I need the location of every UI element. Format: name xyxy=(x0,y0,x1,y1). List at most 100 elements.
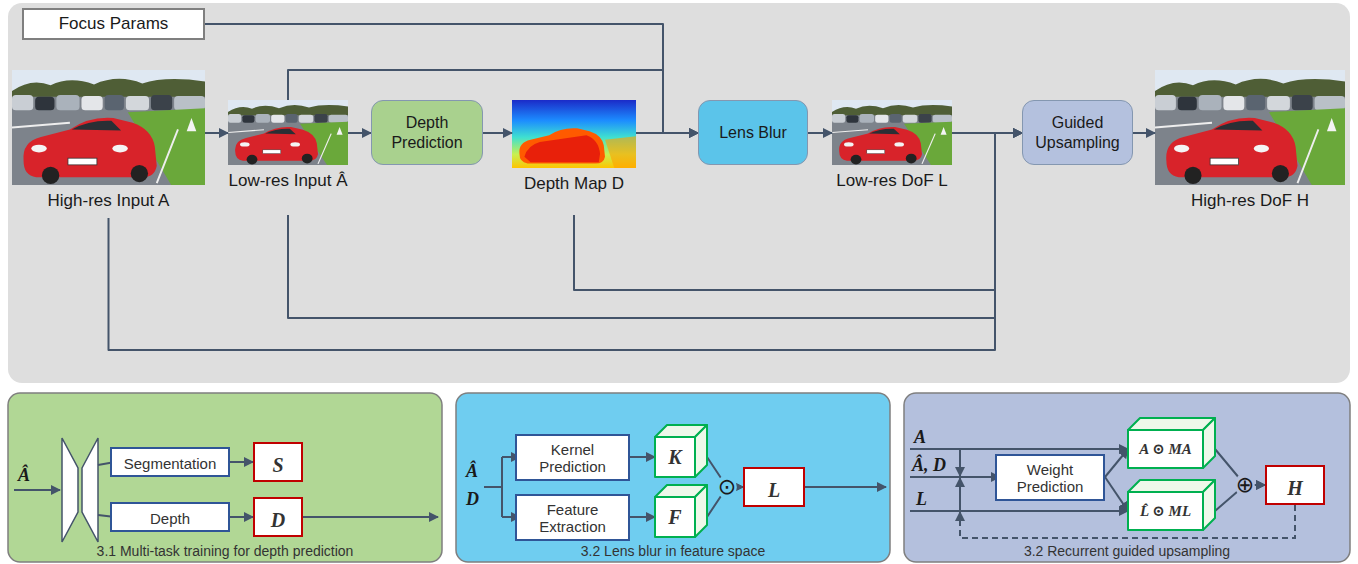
variable-label: L xyxy=(916,490,927,510)
node-label: S xyxy=(255,454,301,477)
process-box: Lens Blur xyxy=(698,100,808,165)
module-box: Weight Prediction xyxy=(995,454,1105,501)
node-label: F xyxy=(655,497,695,537)
depth-image xyxy=(512,100,636,168)
output-arrow xyxy=(298,516,438,518)
split-line xyxy=(484,457,502,517)
cube-face xyxy=(695,425,707,477)
cube-face xyxy=(655,437,695,477)
section-caption: 3.1 Multi-task training for depth predic… xyxy=(8,543,442,559)
module-box: Feature Extraction xyxy=(515,494,630,541)
branch-arrow xyxy=(959,449,961,476)
image-caption: High-res Input A xyxy=(0,191,239,211)
process-box: Depth Prediction xyxy=(371,100,483,165)
depth-panel xyxy=(8,393,442,562)
image-caption: Low-res DoF L xyxy=(798,171,986,191)
node-label: L̂ ⊙ ML xyxy=(1128,492,1203,530)
section-panel: 3.2 Lens blur in feature spaceKernel Pre… xyxy=(456,393,890,562)
flow-arrow xyxy=(1133,132,1155,134)
node-label: A ⊙ MA xyxy=(1128,430,1203,468)
encoder-shape xyxy=(62,438,78,542)
cube-face xyxy=(1203,418,1215,468)
image-node: Low-res DoF L xyxy=(832,100,952,215)
flow-arrow xyxy=(230,516,253,518)
flow-arrow xyxy=(205,132,228,134)
branch-arrow xyxy=(959,478,961,511)
node-label: D xyxy=(255,509,301,532)
module-box: Kernel Prediction xyxy=(515,434,630,481)
photo-low-dof xyxy=(832,100,952,165)
node-label: Depth Prediction xyxy=(376,113,478,151)
image-node: Depth Map D xyxy=(512,100,636,215)
image-caption: Low-res Input Â xyxy=(194,171,382,191)
node-label: L xyxy=(745,479,803,502)
variable-label: A xyxy=(914,428,926,448)
pipeline-panel xyxy=(8,3,1350,383)
output-box: S xyxy=(253,442,303,482)
photo-high-res xyxy=(12,70,205,185)
node-label: Lens Blur xyxy=(719,123,787,142)
input-arrow xyxy=(910,510,1128,512)
flow-arrow xyxy=(230,461,253,463)
section-caption: 3.2 Recurrent guided upsampling xyxy=(904,543,1350,559)
node-label: Segmentation xyxy=(112,455,228,472)
photo-low-res xyxy=(228,100,348,165)
node-label: Guided Upsampling xyxy=(1027,113,1128,151)
node-label: Weight Prediction xyxy=(997,461,1103,496)
output-box: D xyxy=(253,497,303,537)
node-label: Kernel Prediction xyxy=(517,441,628,476)
operator-symbol: ⊙ xyxy=(717,475,737,499)
flow-arrow xyxy=(483,132,512,134)
tensor-cube: A ⊙ MA xyxy=(1128,418,1215,468)
tensor-cube: F xyxy=(655,485,707,537)
variable-label: Â xyxy=(466,462,478,482)
cube-face xyxy=(655,497,695,537)
flow-arrow xyxy=(1105,477,1128,511)
variable-label: Â, D xyxy=(912,456,946,476)
cube-face xyxy=(1128,480,1215,492)
image-node: Low-res Input Â xyxy=(228,100,348,215)
section-panel: 3.1 Multi-task training for depth predic… xyxy=(8,393,442,562)
parameter-box: Focus Params xyxy=(22,8,205,40)
node-label: H xyxy=(1267,477,1323,500)
blur-panel xyxy=(456,393,890,562)
flow-arrow xyxy=(808,132,832,134)
node-label: Focus Params xyxy=(59,14,169,34)
output-box: H xyxy=(1265,465,1325,505)
upsampling-panel xyxy=(904,393,1350,562)
image-node: High-res Input A xyxy=(12,70,205,218)
flow-arrow xyxy=(1105,449,1128,477)
module-box: Depth xyxy=(110,502,230,532)
flow-arrow xyxy=(109,133,1023,350)
tensor-cube: K xyxy=(655,425,707,477)
variable-label: Â xyxy=(18,466,30,486)
image-caption: High-res DoF H xyxy=(1121,191,1358,211)
output-box: L xyxy=(743,467,805,507)
cube-face xyxy=(1203,480,1215,530)
cube-face xyxy=(1128,492,1203,530)
operator-symbol: ⊕ xyxy=(1235,473,1255,497)
image-node: High-res DoF H xyxy=(1155,70,1345,218)
photo-high-dof xyxy=(1155,70,1345,185)
module-box: Segmentation xyxy=(110,447,230,477)
decoder-shape xyxy=(82,438,98,542)
flow-arrow xyxy=(348,132,371,134)
input-arrow xyxy=(910,476,1000,478)
process-box: Guided Upsampling xyxy=(1022,100,1133,165)
cube-face xyxy=(1128,430,1203,468)
cube-face xyxy=(1128,418,1215,430)
input-arrow xyxy=(910,448,1128,450)
node-label: Depth xyxy=(112,510,228,527)
flow-arrow xyxy=(630,456,655,458)
input-arrow xyxy=(14,489,60,491)
cube-face xyxy=(695,485,707,537)
section-panel: 3.2 Recurrent guided upsampling Weight Pr… xyxy=(904,393,1350,562)
node-label: Feature Extraction xyxy=(517,501,628,536)
flow-arrow xyxy=(630,516,655,518)
tensor-cube: L̂ ⊙ ML xyxy=(1128,480,1215,530)
image-caption: Depth Map D xyxy=(478,174,670,194)
variable-label: D xyxy=(466,490,479,510)
flow-arrow xyxy=(288,70,698,133)
node-label: K xyxy=(655,437,695,477)
